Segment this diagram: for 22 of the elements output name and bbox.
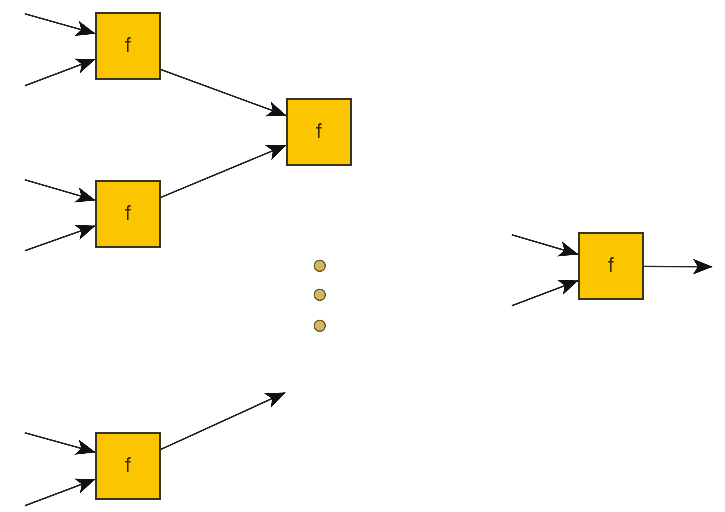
arrow xyxy=(160,392,286,450)
arrow xyxy=(24,58,96,87)
arrow xyxy=(512,280,579,307)
arrow xyxy=(160,144,287,198)
arrow xyxy=(512,234,579,257)
function-label: f xyxy=(125,34,131,58)
function-box xyxy=(95,432,161,500)
function-label: f xyxy=(316,120,322,144)
function-label: f xyxy=(125,202,131,226)
arrow xyxy=(24,478,96,507)
arrow xyxy=(644,258,713,275)
arrow xyxy=(160,69,287,117)
arrow xyxy=(24,179,96,203)
arrow xyxy=(24,13,96,36)
function-box xyxy=(578,232,644,300)
arrow xyxy=(24,432,96,456)
arrow xyxy=(24,225,96,252)
function-box xyxy=(95,180,161,248)
function-label: f xyxy=(125,454,131,478)
function-box xyxy=(95,12,161,80)
function-box xyxy=(286,98,352,166)
function-label: f xyxy=(608,254,614,278)
